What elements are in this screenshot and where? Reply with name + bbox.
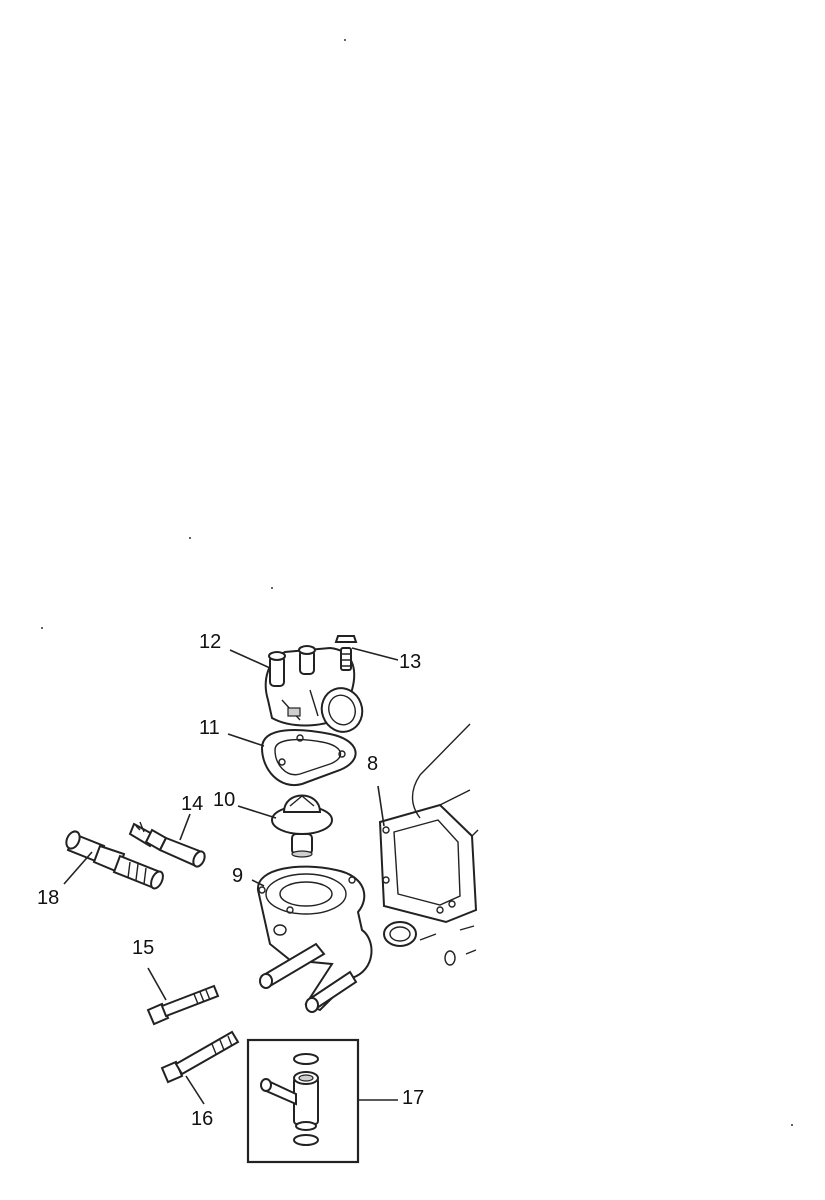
callout-8: 8 [367,753,379,775]
gasket-part-11 [260,729,357,787]
callout-16: 16 [191,1108,214,1130]
leader-8 [377,785,385,827]
bolt-part-16 [160,1030,240,1084]
pipe-kit-part-17 [246,1038,360,1164]
cover-plate-part-8 [378,723,479,966]
sensor-part-14 [128,821,206,868]
callout-14: 14 [181,793,204,815]
leader-10 [237,805,277,819]
leader-16 [185,1075,205,1105]
leader-11 [227,733,265,747]
leader-18 [63,851,93,885]
callout-10: 10 [213,789,236,811]
bolt-part-13 [334,635,358,671]
leader-13 [351,647,399,661]
thermostat-housing-part-12 [264,645,364,733]
bolt-part-15 [146,984,220,1026]
callout-13: 13 [399,651,422,673]
leader-9 [251,879,265,887]
callout-15: 15 [132,937,155,959]
callout-18: 18 [37,887,60,909]
callout-9: 9 [232,865,244,887]
leader-15 [147,967,167,1001]
thermostat-base-part-9 [256,865,373,1013]
callout-11: 11 [199,717,220,739]
callout-12: 12 [199,631,222,653]
thermostat-part-10 [271,794,333,858]
callout-17: 17 [402,1087,425,1109]
scan-specks [41,39,793,1126]
pipe-fitting-part-18 [65,830,164,890]
leader-14 [179,813,191,841]
leader-12 [229,649,271,669]
